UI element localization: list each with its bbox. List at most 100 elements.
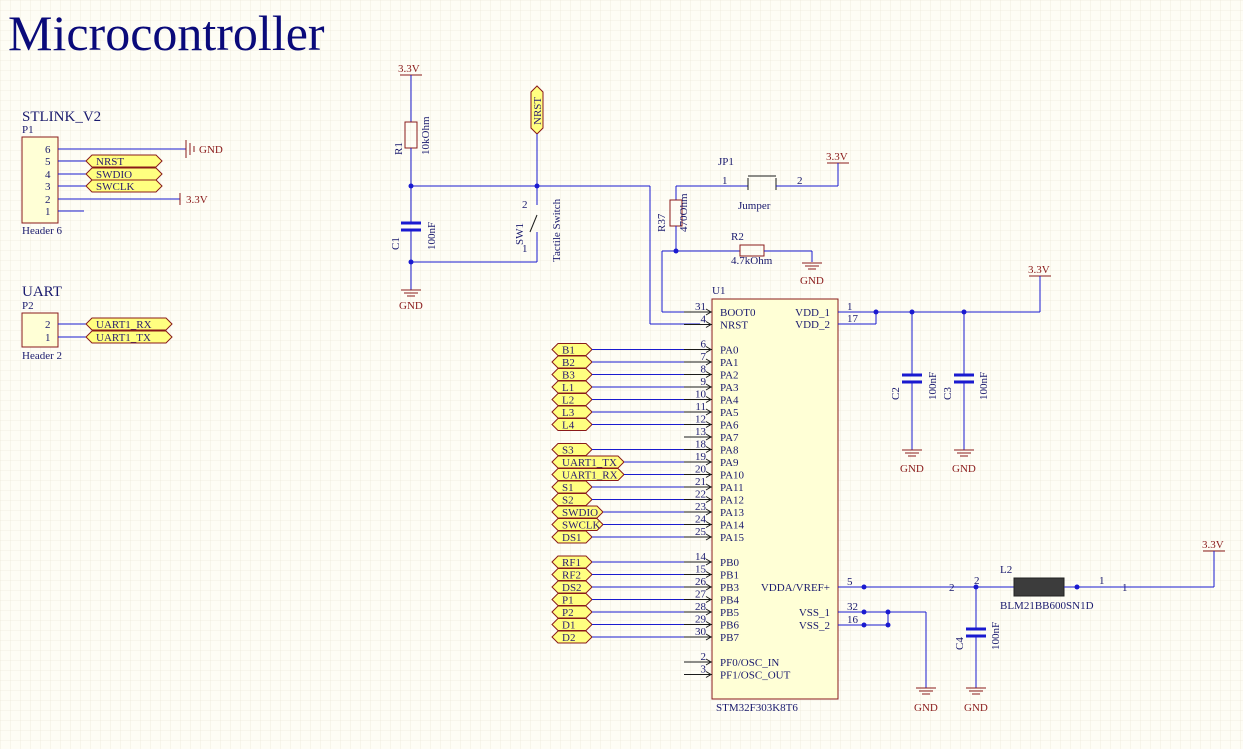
vss-gnd-label: GND: [914, 702, 938, 714]
net-port-b1-label: B1: [562, 345, 575, 357]
net-port-swdio[interactable]: SWDIO: [551, 505, 684, 519]
c3-capacitor[interactable]: C3 100nF: [942, 312, 990, 450]
mcu-pin-arrow: [705, 658, 712, 666]
stlink-port-swclk[interactable]: SWCLK: [85, 179, 163, 193]
mcu-pin-name: PB5: [720, 607, 739, 619]
mcu-pin-number: 29: [695, 614, 707, 626]
c4-gnd-symbol: GND: [964, 687, 988, 714]
c2-gnd-symbol: GND: [900, 449, 924, 475]
c4-capacitor[interactable]: C4 100nF: [954, 587, 1002, 688]
stlink-name: STLINK_V2: [22, 109, 101, 125]
stlink-port-swdio[interactable]: SWDIO: [85, 167, 163, 181]
sw1-switch[interactable]: 2 1 SW1 Tactile Switch: [514, 186, 563, 262]
stlink-body: [21, 136, 59, 224]
net-port-l3[interactable]: L3: [551, 405, 684, 419]
net-port-b3[interactable]: B3: [551, 368, 684, 382]
r37-resistor[interactable]: R37 470Ohm: [656, 186, 690, 251]
mcu-pin-number: 26: [695, 576, 707, 588]
nrst-port-vertical: NRST: [530, 85, 544, 186]
net-port-b2-label: B2: [562, 357, 575, 369]
l2-designator: L2: [1000, 564, 1012, 576]
c2-capacitor[interactable]: C2 100nF: [890, 312, 939, 450]
uart-header[interactable]: UART P2 Header 2 21: [21, 284, 62, 362]
mcu-pin-arrow: [705, 533, 712, 541]
c1-designator: C1: [390, 237, 402, 250]
l2-ferrite[interactable]: L2 2 1 BLM21BB600SN1D: [974, 564, 1105, 612]
mcu-pin-name: VDD_2: [795, 319, 830, 331]
net-port-uart1_tx[interactable]: UART1_TX: [551, 455, 684, 469]
net-port-s2[interactable]: S2: [551, 493, 684, 507]
stlink-port-nrst[interactable]: NRST: [85, 154, 163, 168]
r1-resistor[interactable]: R1 10kOhm: [393, 116, 432, 155]
stlink-port-nrst-shape: [85, 154, 163, 168]
analog-net-1: 1: [1122, 582, 1128, 594]
mcu-pin-name: VDDA/VREF+: [761, 582, 830, 594]
net-port-rf2[interactable]: RF2: [551, 568, 684, 582]
net-port-ds1[interactable]: DS1: [551, 530, 684, 544]
net-port-d2[interactable]: D2: [551, 630, 684, 644]
stlink-gnd-label: GND: [199, 144, 223, 156]
l2-pin1: 1: [1099, 575, 1105, 587]
net-port-l2-label: L2: [562, 395, 574, 407]
uart-port-uart1_rx[interactable]: UART1_RX: [85, 317, 173, 331]
mcu-pin-arrow: [705, 621, 712, 628]
net-port-l1-label: L1: [562, 382, 574, 394]
net-port-swclk[interactable]: SWCLK: [551, 518, 684, 532]
net-port-p1[interactable]: P1: [551, 593, 684, 607]
mcu-pin-name: PF0/OSC_IN: [720, 657, 779, 669]
mcu-pin-name: PA15: [720, 532, 745, 544]
r2-resistor[interactable]: R2 4.7kOhm: [731, 231, 812, 267]
r37-designator: R37: [656, 213, 668, 232]
mcu-pin-arrow: [705, 571, 712, 578]
mcu-pin-number: 6: [701, 339, 707, 351]
mcu-pin-name: PA0: [720, 345, 739, 357]
net-port-uart1_rx[interactable]: UART1_RX: [551, 468, 684, 482]
reset-nrst-port-label: NRST: [532, 97, 544, 125]
stlink-pin-5: 5: [45, 156, 51, 168]
r1-value: 10kOhm: [420, 116, 432, 155]
jp1-jumper[interactable]: JP1 1 2 Jumper: [676, 156, 838, 212]
uart-port-uart1_tx[interactable]: UART1_TX: [85, 330, 173, 344]
net-port-ds2[interactable]: DS2: [551, 580, 684, 594]
stlink-gnd-symbol: GND: [58, 140, 223, 158]
r2-designator: R2: [731, 231, 744, 243]
net-port-b1[interactable]: B1: [551, 343, 684, 357]
c1-capacitor[interactable]: C1 100nF: [390, 221, 438, 250]
r1-designator: R1: [393, 142, 405, 155]
net-port-s3[interactable]: S3: [551, 443, 684, 457]
net-port-l4[interactable]: L4: [551, 418, 684, 432]
net-port-p1-label: P1: [562, 595, 574, 607]
decoupling-vcc-label: 3.3V: [1028, 264, 1050, 276]
mcu-pin-name: PB1: [720, 570, 739, 582]
mcu-pin-number: 23: [695, 501, 707, 513]
